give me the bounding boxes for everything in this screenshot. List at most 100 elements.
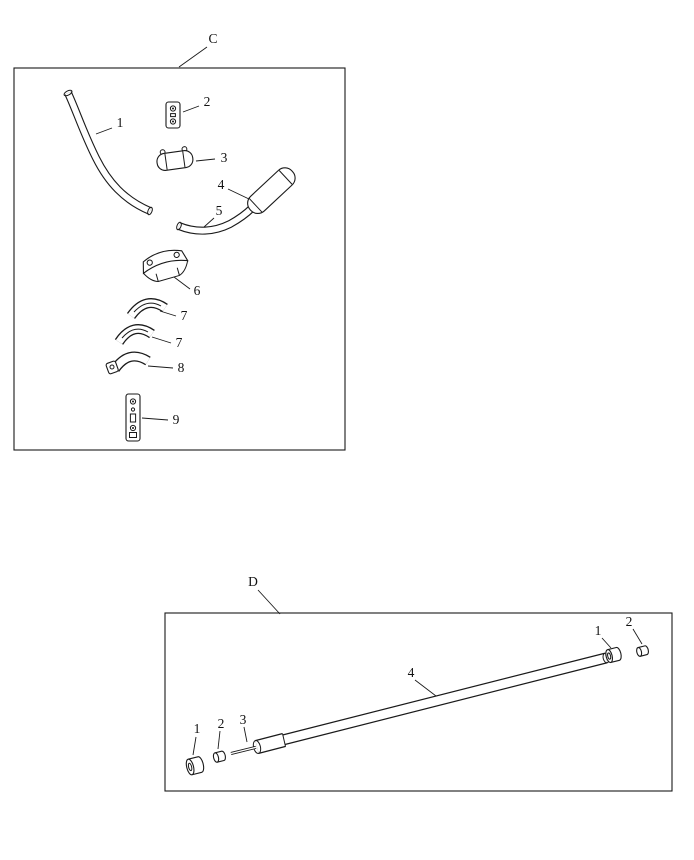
slot <box>129 413 137 423</box>
end-cap <box>63 89 73 97</box>
callout-c-1: 1 <box>95 115 124 135</box>
callout-d-4: 4 <box>408 665 437 697</box>
callout-label: 2 <box>204 94 211 109</box>
callout-c-5: 5 <box>203 203 223 228</box>
callout-c-7b: 7 <box>151 335 183 350</box>
screw-center <box>172 120 174 123</box>
section-c-frame <box>13 67 346 451</box>
section-d-title-callout: D <box>248 574 281 615</box>
section-d-frame <box>164 612 673 792</box>
leader-line <box>203 217 215 228</box>
hole <box>130 407 136 412</box>
leader-line <box>227 188 250 200</box>
leader-line <box>141 417 169 421</box>
part-clamp-lower-half <box>105 351 151 375</box>
rod-fill <box>230 746 257 755</box>
callout-label: 6 <box>194 283 201 298</box>
part-shaft-tube <box>252 652 610 755</box>
screw-center <box>172 107 174 110</box>
screw-head <box>169 118 177 125</box>
part-screw-plate <box>165 101 181 129</box>
leader-line <box>243 726 248 743</box>
callout-label: 1 <box>595 623 602 638</box>
callout-label: 2 <box>626 614 633 629</box>
callout-c-4: 4 <box>218 177 250 200</box>
flange-line <box>164 153 168 170</box>
part-handlebar-clamp <box>142 249 189 282</box>
callout-label: 4 <box>408 665 415 680</box>
part-right-handlebar-tube <box>176 205 255 235</box>
part-washer-top <box>636 645 649 657</box>
part-washer-bottom <box>212 750 226 763</box>
leader-line <box>601 637 612 649</box>
leader-line <box>632 628 643 645</box>
leader-line <box>195 158 216 162</box>
callout-c-2: 2 <box>182 94 211 113</box>
callout-c-7a: 7 <box>159 308 188 323</box>
slot <box>170 113 176 118</box>
screw-head <box>129 398 137 405</box>
callout-label: 2 <box>218 716 225 731</box>
nut-hole <box>187 762 193 772</box>
shell-inner-edge <box>121 328 149 339</box>
grip-ferrule-line <box>248 198 263 213</box>
part-cushion-lower <box>114 324 155 345</box>
callout-label: 3 <box>240 712 247 727</box>
part-left-handlebar-tube <box>63 89 153 216</box>
section-d: D <box>164 574 673 792</box>
part-handle-grip <box>247 167 296 215</box>
cylinder-body <box>156 150 194 171</box>
callout-label: 1 <box>117 115 124 130</box>
callout-c-8: 8 <box>147 360 185 375</box>
leader-line <box>217 730 221 750</box>
part-cable-end <box>230 745 257 755</box>
screw-center <box>132 427 134 429</box>
screw-head <box>169 105 177 112</box>
leader-line <box>159 310 177 317</box>
callout-label: 4 <box>218 177 225 192</box>
part-nut-top <box>605 646 622 664</box>
tube-fill <box>177 205 255 234</box>
clamp-channel <box>143 260 189 282</box>
clamp-top <box>142 249 189 275</box>
tube-opening <box>176 221 182 231</box>
nut-hole <box>607 652 612 660</box>
leader-line <box>182 105 200 113</box>
foot <box>129 432 137 438</box>
screw-center <box>132 400 134 403</box>
part-cushion-upper <box>126 298 168 320</box>
grip-cap-line <box>278 170 293 185</box>
section-c-title-callout: C <box>178 31 218 68</box>
callout-c-3: 3 <box>195 150 228 165</box>
callout-c-9: 9 <box>141 412 180 427</box>
callout-d-1-top: 1 <box>595 623 612 649</box>
washer-face <box>636 646 643 657</box>
leader-line <box>178 46 208 68</box>
tube-fill <box>65 91 152 214</box>
leader-line <box>147 365 174 369</box>
screw-head <box>129 424 137 432</box>
section-c: C <box>13 31 346 451</box>
callout-d-2-top: 2 <box>626 614 643 645</box>
callout-d-1-bottom: 1 <box>192 721 201 756</box>
callout-label: 7 <box>176 335 183 350</box>
bolt-hole <box>146 259 153 266</box>
nut-face <box>605 649 614 664</box>
washer-face <box>212 752 220 763</box>
tube-opening <box>147 206 153 216</box>
collar-fill <box>255 734 286 753</box>
plate-body <box>125 393 141 442</box>
part-mount-plate <box>125 393 141 442</box>
grip-body <box>247 167 296 215</box>
tube-fill <box>265 653 608 749</box>
part-nut-bottom <box>185 756 205 776</box>
callout-label: 8 <box>178 360 185 375</box>
callout-label: 9 <box>173 412 180 427</box>
leader-line <box>414 679 437 697</box>
callout-c-6: 6 <box>173 276 201 298</box>
clamp-edge <box>155 273 159 282</box>
plate-body <box>165 101 181 129</box>
flange-line <box>182 151 186 168</box>
callout-label: 1 <box>194 721 201 736</box>
